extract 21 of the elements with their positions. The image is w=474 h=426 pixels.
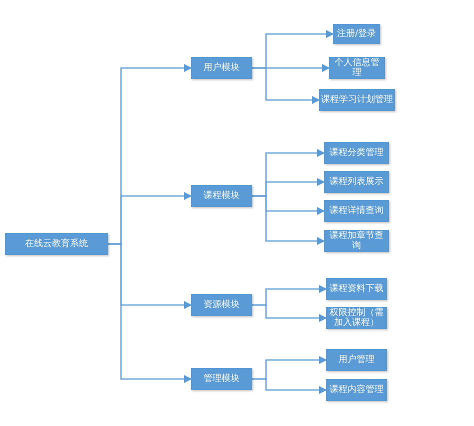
module-box: 课程资料下载 xyxy=(326,278,387,300)
module-box: 用户模块 xyxy=(191,57,252,79)
module-box: 课程详情查询 xyxy=(324,200,389,222)
module-box: 注册/登录 xyxy=(333,24,380,44)
module-box: 课程学习计划管理 xyxy=(319,89,395,111)
module-box: 管理模块 xyxy=(191,368,252,390)
module-box: 课程分类管理 xyxy=(324,142,389,164)
module-box: 课程列表展示 xyxy=(324,171,389,193)
module-box: 课程加章节查询 xyxy=(324,230,389,252)
arrow xyxy=(252,304,327,322)
module-box: 用户管理 xyxy=(326,349,387,371)
module-box: 课程内容管理 xyxy=(326,379,387,401)
module-box: 个人信息管理 xyxy=(329,57,385,79)
module-box: 资源模块 xyxy=(191,294,252,316)
module-box: 权限控制（需加入课程） xyxy=(326,307,387,329)
arrow xyxy=(252,195,325,245)
arrow xyxy=(252,67,320,104)
root-box: 在线云教育系统 xyxy=(5,233,108,255)
arrow xyxy=(252,378,327,394)
arrow xyxy=(108,243,192,383)
module-box: 课程模块 xyxy=(191,185,252,207)
